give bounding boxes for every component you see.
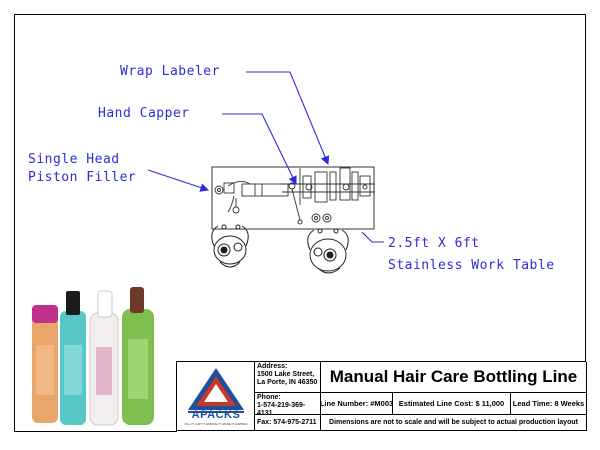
phone-cell: Phone: 1-574-219-369-4131 (255, 393, 321, 415)
operator-2-symbol (307, 228, 349, 274)
address-line2: La Porte, IN 46350 (257, 379, 318, 386)
apacks-logo (188, 368, 244, 413)
bottle-symbols (311, 213, 332, 223)
logo-cell: APACKS FILL IT, CAP IT, ENDIVE IT, MAKE … (177, 362, 255, 431)
title-block: APACKS FILL IT, CAP IT, ENDIVE IT, MAKE … (176, 361, 587, 432)
label-wrap-labeler: Wrap Labeler (120, 64, 220, 79)
lead-time: Lead Time: 8 Weeks (512, 399, 585, 408)
address-cell: Address: 1500 Lake Street, La Porte, IN … (255, 362, 321, 393)
address-label: Address: (257, 363, 288, 370)
cost-cell: Estimated Line Cost: $ 11,000 (393, 393, 511, 415)
line-number: Line Number: #M003 (321, 399, 393, 408)
address-line1: 1500 Lake Street, (257, 371, 315, 378)
label-single-head: Single Head (28, 152, 120, 167)
bottles-photo (32, 287, 154, 426)
drawing-title: Manual Hair Care Bottling Line (329, 367, 578, 386)
lead-time-cell: Lead Time: 8 Weeks (511, 393, 587, 415)
fax-value: Fax: 574-975-2711 (257, 418, 317, 426)
operator-1-symbol (211, 224, 249, 268)
phone-value: 1-574-219-369-4131 (257, 402, 306, 415)
logo-tagline: FILL IT, CAP IT, ENDIVE IT, MAKE IT HAPP… (184, 422, 248, 426)
wrap-labeler-symbol (282, 167, 375, 205)
phone-label: Phone: (257, 394, 281, 401)
disclaimer: Dimensions are not to scale and will be … (329, 419, 578, 426)
label-table-size: 2.5ft X 6ft (388, 236, 480, 251)
line-number-cell: Line Number: #M003 (321, 393, 393, 415)
label-table-type: Stainless Work Table (388, 258, 555, 273)
logo-text: APACKS (191, 409, 241, 421)
fax-cell: Fax: 574-975-2711 (255, 415, 321, 431)
label-piston-filler: Piston Filler (28, 170, 137, 185)
label-hand-capper: Hand Capper (98, 106, 190, 121)
title-cell: Manual Hair Care Bottling Line (321, 362, 587, 393)
estimated-cost: Estimated Line Cost: $ 11,000 (398, 399, 505, 408)
leader-lines (147, 71, 384, 243)
work-table (211, 166, 375, 230)
disclaimer-cell: Dimensions are not to scale and will be … (321, 415, 587, 431)
piston-filler-symbol (214, 181, 289, 214)
